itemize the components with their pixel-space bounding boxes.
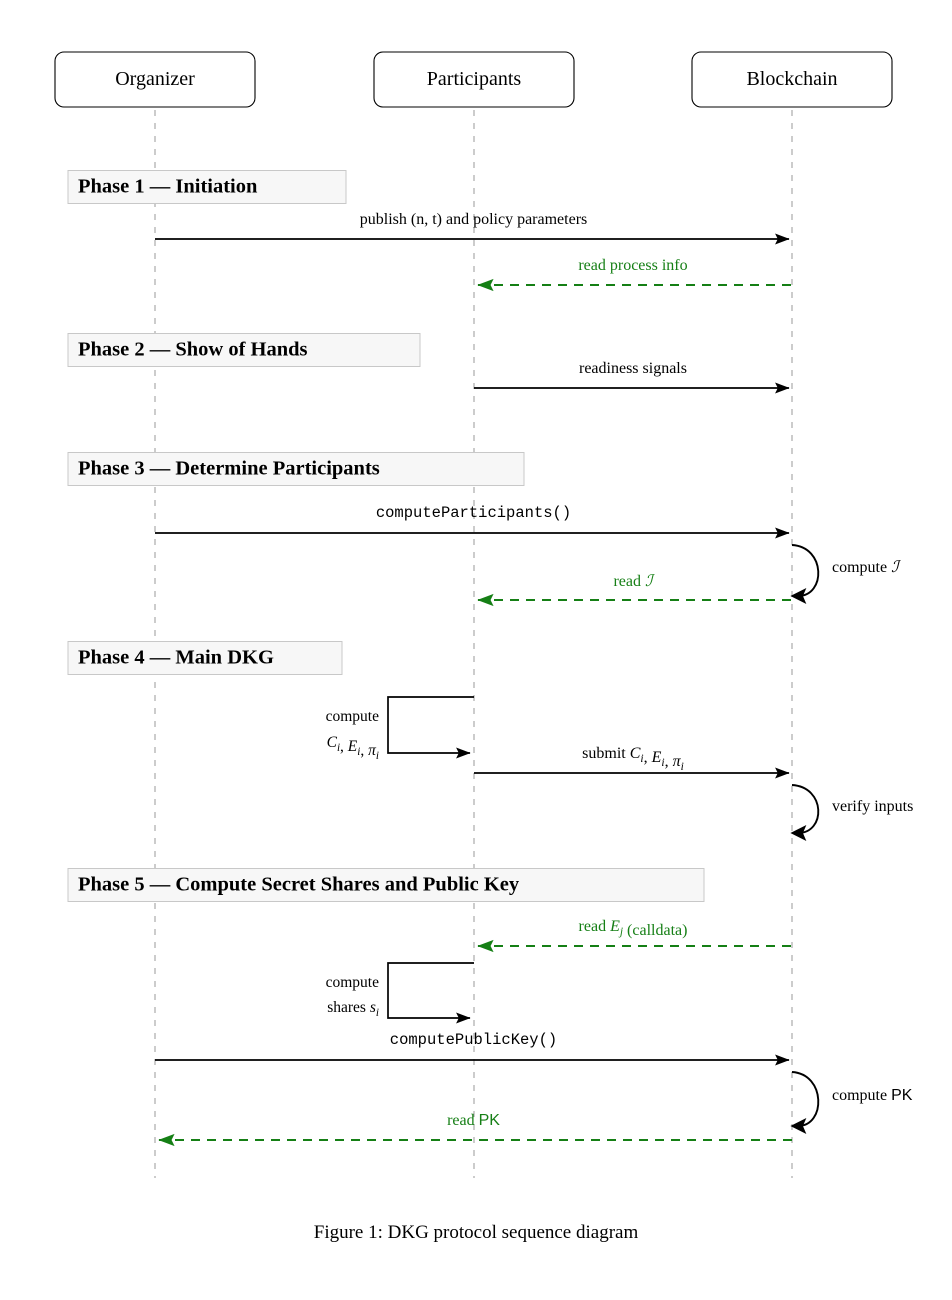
message-readiness-signals[interactable]: readiness signals: [474, 360, 790, 394]
self-call-label-line2-compute-shares-si: shares si: [327, 999, 379, 1019]
self-call-path-compute-shares-si: [387, 962, 474, 1024]
message-label-read-index-set: read ℐ: [613, 573, 655, 590]
self-arc-label-compute-pk: compute PK: [832, 1087, 913, 1104]
self-arc-path-compute-index-set: [790, 544, 820, 604]
message-read-process-info[interactable]: read process info: [477, 257, 792, 292]
message-read-encrypted-shares[interactable]: read Ej (calldata): [477, 918, 792, 953]
message-read-public-key[interactable]: read PK: [158, 1112, 792, 1147]
phase-band-phase-3: Phase 3 — Determine Participants: [67, 452, 525, 486]
phase-band-phase-2: Phase 2 — Show of Hands: [67, 333, 421, 367]
message-label-read-process-info: read process info: [578, 257, 687, 274]
actor-label-organizer: Organizer: [115, 68, 195, 90]
actor-box-participants: [373, 51, 575, 108]
message-label-read-public-key: read PK: [447, 1112, 500, 1129]
phase-band-rect-phase-2: [67, 333, 421, 367]
phase-band-rect-phase-3: [67, 452, 525, 486]
message-label-compute-public-key-call: computePublicKey(): [390, 1031, 557, 1049]
message-publish-params[interactable]: publish (n, t) and policy parameters: [155, 211, 790, 245]
self-call-label-line1-compute-ci-ei-pii: compute: [326, 708, 379, 725]
actor-organizer[interactable]: Organizer: [54, 51, 256, 108]
self-call-path-compute-ci-ei-pii: [387, 696, 474, 759]
phase-band-label-phase-1: Phase 1 — Initiation: [78, 176, 258, 198]
self-call-label-line2-compute-ci-ei-pii: Ci, Ei, πi: [327, 734, 379, 762]
message-read-index-set[interactable]: read ℐ: [477, 573, 792, 607]
phase-band-label-phase-5: Phase 5 — Compute Secret Shares and Publ…: [78, 874, 520, 896]
message-compute-participants-call[interactable]: computeParticipants(): [155, 504, 790, 539]
self-call-compute-shares-si[interactable]: compute shares si: [326, 962, 474, 1024]
message-label-publish-params: publish (n, t) and policy parameters: [360, 211, 588, 228]
phase-band-rect-phase-1: [67, 170, 347, 204]
self-arcs-group: compute ℐ verify inputs compute PK: [790, 544, 913, 1134]
phase-band-rect-phase-4: [67, 641, 343, 675]
message-compute-public-key-call[interactable]: computePublicKey(): [155, 1031, 790, 1066]
self-arc-path-verify-inputs: [790, 784, 820, 841]
self-arc-label-verify-inputs: verify inputs: [832, 798, 913, 815]
figure-caption: Figure 1: DKG protocol sequence diagram: [313, 1222, 639, 1243]
message-label-read-encrypted-shares: read Ej (calldata): [579, 918, 688, 939]
phase-band-label-phase-4: Phase 4 — Main DKG: [78, 647, 274, 669]
actor-box-blockchain: [691, 51, 893, 108]
self-arc-compute-pk[interactable]: compute PK: [790, 1071, 913, 1134]
message-label-compute-participants-call: computeParticipants(): [376, 504, 571, 522]
message-submit-shares[interactable]: submit Ci, Ei, πi: [474, 745, 790, 779]
phase-band-label-phase-2: Phase 2 — Show of Hands: [78, 339, 308, 361]
phase-band-phase-5: Phase 5 — Compute Secret Shares and Publ…: [67, 868, 705, 902]
phase-band-phase-1: Phase 1 — Initiation: [67, 170, 347, 204]
self-arc-path-compute-pk: [790, 1071, 820, 1134]
actor-blockchain[interactable]: Blockchain: [691, 51, 893, 108]
actor-box-organizer: [54, 51, 256, 108]
message-label-readiness-signals: readiness signals: [579, 360, 687, 377]
phase-band-label-phase-3: Phase 3 — Determine Participants: [78, 458, 380, 480]
self-arc-label-compute-index-set: compute ℐ: [832, 559, 901, 576]
self-call-label-line1-compute-shares-si: compute: [326, 974, 379, 991]
actor-boxes-group: Organizer Participants Blockchain: [54, 51, 893, 108]
phase-band-phase-4: Phase 4 — Main DKG: [67, 641, 343, 675]
phase-band-rect-phase-5: [67, 868, 705, 902]
message-label-submit-shares: submit Ci, Ei, πi: [582, 745, 684, 773]
messages-group: publish (n, t) and policy parameters read…: [155, 211, 792, 1147]
actor-label-participants: Participants: [427, 68, 522, 90]
self-arc-verify-inputs[interactable]: verify inputs: [790, 784, 913, 841]
self-arc-compute-index-set[interactable]: compute ℐ: [790, 544, 901, 604]
actor-participants[interactable]: Participants: [373, 51, 575, 108]
actor-label-blockchain: Blockchain: [746, 68, 837, 90]
